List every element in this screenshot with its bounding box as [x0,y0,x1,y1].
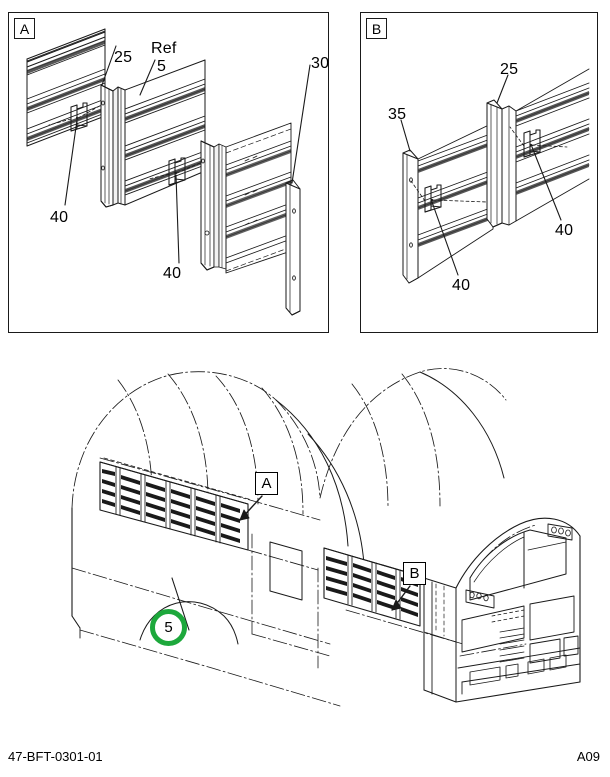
callout-label-25-a: 25 [114,49,133,66]
callout-label-40-b2: 40 [555,222,574,239]
callout-label-40-a1: 40 [50,209,69,226]
sheet-code: A09 [576,749,600,764]
louver-bank-rear [99,457,253,551]
callout-label-5-a: 5 [157,58,167,75]
callout-label-ref: Ref [151,40,177,57]
drawing-number: 47-BFT-0301-01 [8,749,103,764]
callout-label-30: 30 [311,55,330,72]
item-callout-5[interactable]: 5 [150,609,187,646]
callout-label-40-a2: 40 [163,265,182,282]
louver-bank-front [323,547,421,627]
detail-panel-b: B [360,12,598,333]
vehicle-illustration [0,338,610,736]
bus-drawing [71,368,581,707]
detail-panel-a: A [8,12,329,333]
detail-b-drawing [400,68,590,284]
panel-tag-a: A [14,18,35,39]
callout-label-40-b1: 40 [452,277,471,294]
callout-label-25-b: 25 [500,61,519,78]
panel-tag-b: B [366,18,387,39]
callout-label-35: 35 [388,106,407,123]
detail-marker-a[interactable]: A [255,472,278,495]
detail-marker-b[interactable]: B [403,562,426,585]
detail-a-drawing [26,28,311,316]
